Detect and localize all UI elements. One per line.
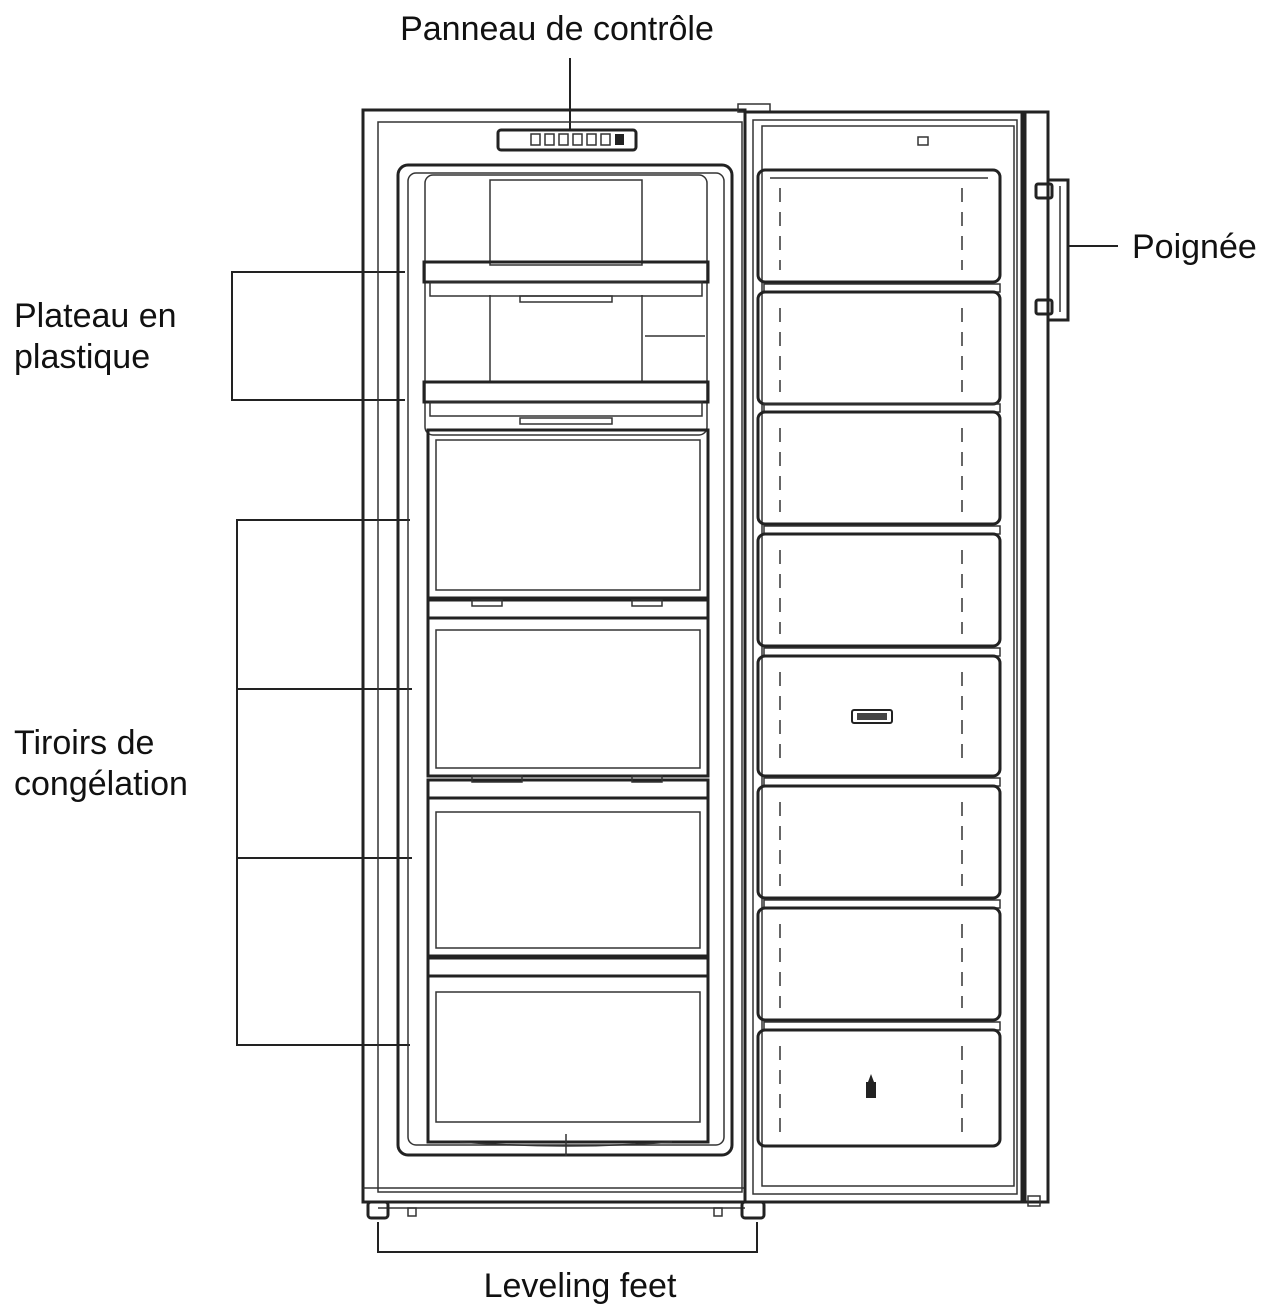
leader-freezer-drawers <box>236 519 410 1046</box>
label-freezer-drawers-line2: congélation <box>14 765 188 803</box>
leader-lines <box>231 58 1118 1253</box>
door-shelf-4 <box>756 532 1002 648</box>
door-shelf-8 <box>756 1028 1002 1148</box>
freezer-drawer-1 <box>426 428 710 600</box>
freezer-cabinet <box>361 103 771 1220</box>
label-handle: Poignée <box>1132 228 1257 266</box>
plastic-tray-2 <box>422 380 710 425</box>
door-shelf-7 <box>756 906 1002 1022</box>
label-plastic-tray-line2: plastique <box>14 338 150 376</box>
door-shelf-2 <box>756 290 1002 406</box>
freezer-door <box>743 110 1050 1207</box>
door-shelf-3 <box>756 410 1002 526</box>
leveling-foot-right <box>740 1200 766 1220</box>
label-plastic-tray-line1: Plateau en <box>14 297 177 335</box>
door-shelf-1 <box>756 168 1002 284</box>
freezer-drawer-3 <box>426 775 710 958</box>
label-control-panel: Panneau de contrôle <box>400 10 714 48</box>
leveling-foot-left <box>366 1200 390 1220</box>
control-panel <box>496 128 638 152</box>
label-freezer-drawers-line1: Tiroirs de <box>14 724 154 762</box>
leader-plastic-tray <box>231 271 405 401</box>
door-symbol-icon <box>866 1074 876 1098</box>
leader-leveling-feet <box>377 1222 758 1253</box>
plastic-tray-1 <box>422 260 710 303</box>
door-shelf-6 <box>756 784 1002 900</box>
door-shelf-5 <box>756 654 1002 778</box>
label-leveling-feet: Leveling feet <box>484 1267 677 1305</box>
freezer-drawer-2 <box>426 598 710 778</box>
door-handle <box>1034 178 1070 322</box>
freezer-drawer-4 <box>426 956 710 1156</box>
